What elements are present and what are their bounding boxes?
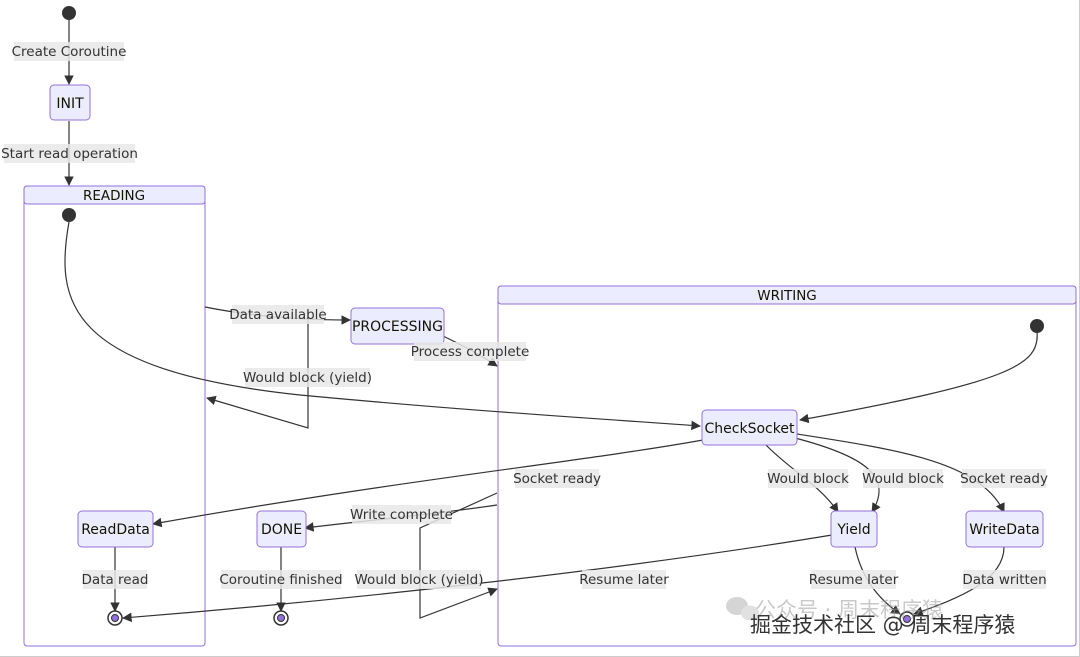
state-yield-label: Yield [836, 522, 870, 538]
start-node-writing [1030, 319, 1044, 333]
label-would-block-yield-1: Would block (yield) [243, 370, 372, 386]
composite-writing: WRITING [497, 285, 1077, 647]
label-process-complete: Process complete [411, 344, 530, 360]
wechat-icon [726, 597, 759, 621]
label-resume-later-1: Resume later [579, 572, 669, 588]
watermark: 公众号 · 周末程序猿 掘金技术社区 @ 周末程序猿 [726, 597, 1015, 637]
label-write-complete: Write complete [350, 507, 453, 523]
composite-reading-title: READING [83, 188, 145, 204]
label-socket-ready-2: Socket ready [960, 471, 1048, 487]
start-node-reading [62, 208, 76, 222]
label-data-available: Data available [229, 307, 326, 323]
edge-labels: Create Coroutine Start read operation Da… [1, 42, 1048, 589]
label-start-read: Start read operation [1, 146, 138, 162]
composite-reading: READING [23, 185, 206, 647]
start-node-root [62, 6, 76, 20]
watermark-line1: 公众号 · 周末程序猿 [755, 598, 943, 622]
label-coroutine-finished: Coroutine finished [219, 572, 342, 588]
state-readdata: ReadData [77, 510, 154, 548]
state-checksocket-label: CheckSocket [705, 421, 795, 437]
edge-reading-start-to-checksocket [64, 221, 701, 431]
state-checksocket: CheckSocket [701, 409, 798, 446]
state-processing: PROCESSING [350, 307, 445, 345]
label-create-coroutine: Create Coroutine [12, 44, 127, 60]
state-writedata-label: WriteData [969, 522, 1039, 538]
end-node-done [273, 610, 289, 626]
label-data-written: Data written [962, 572, 1046, 588]
end-node-writing [899, 611, 915, 627]
edge-yield-to-reading-end [122, 534, 833, 623]
label-resume-later-2: Resume later [809, 572, 899, 588]
edge-checksocket-to-readdata [152, 439, 704, 528]
state-init: INIT [49, 84, 91, 121]
state-done-label: DONE [261, 522, 302, 538]
state-done: DONE [256, 510, 307, 548]
state-readdata-label: ReadData [81, 522, 150, 538]
edge-checksocket-to-yield-2 [794, 437, 881, 513]
label-socket-ready-1: Socket ready [513, 471, 601, 487]
edge-checksocket-to-writedata [796, 433, 1005, 513]
label-would-block-2: Would block [862, 471, 944, 487]
composite-writing-title: WRITING [757, 288, 817, 304]
state-init-label: INIT [56, 96, 84, 112]
end-node-readdata [107, 610, 123, 626]
edge-writing-start-to-checksocket [799, 331, 1038, 424]
label-would-block-1: Would block [767, 471, 849, 487]
state-processing-label: PROCESSING [352, 319, 443, 335]
state-writedata: WriteData [965, 510, 1044, 548]
watermark-line2: 掘金技术社区 @ 周末程序猿 [750, 613, 1015, 637]
label-would-block-yield-2: Would block (yield) [355, 572, 484, 588]
label-data-read: Data read [82, 572, 149, 588]
edge-would-block-yield-reading [206, 310, 309, 429]
state-yield: Yield [830, 510, 878, 548]
